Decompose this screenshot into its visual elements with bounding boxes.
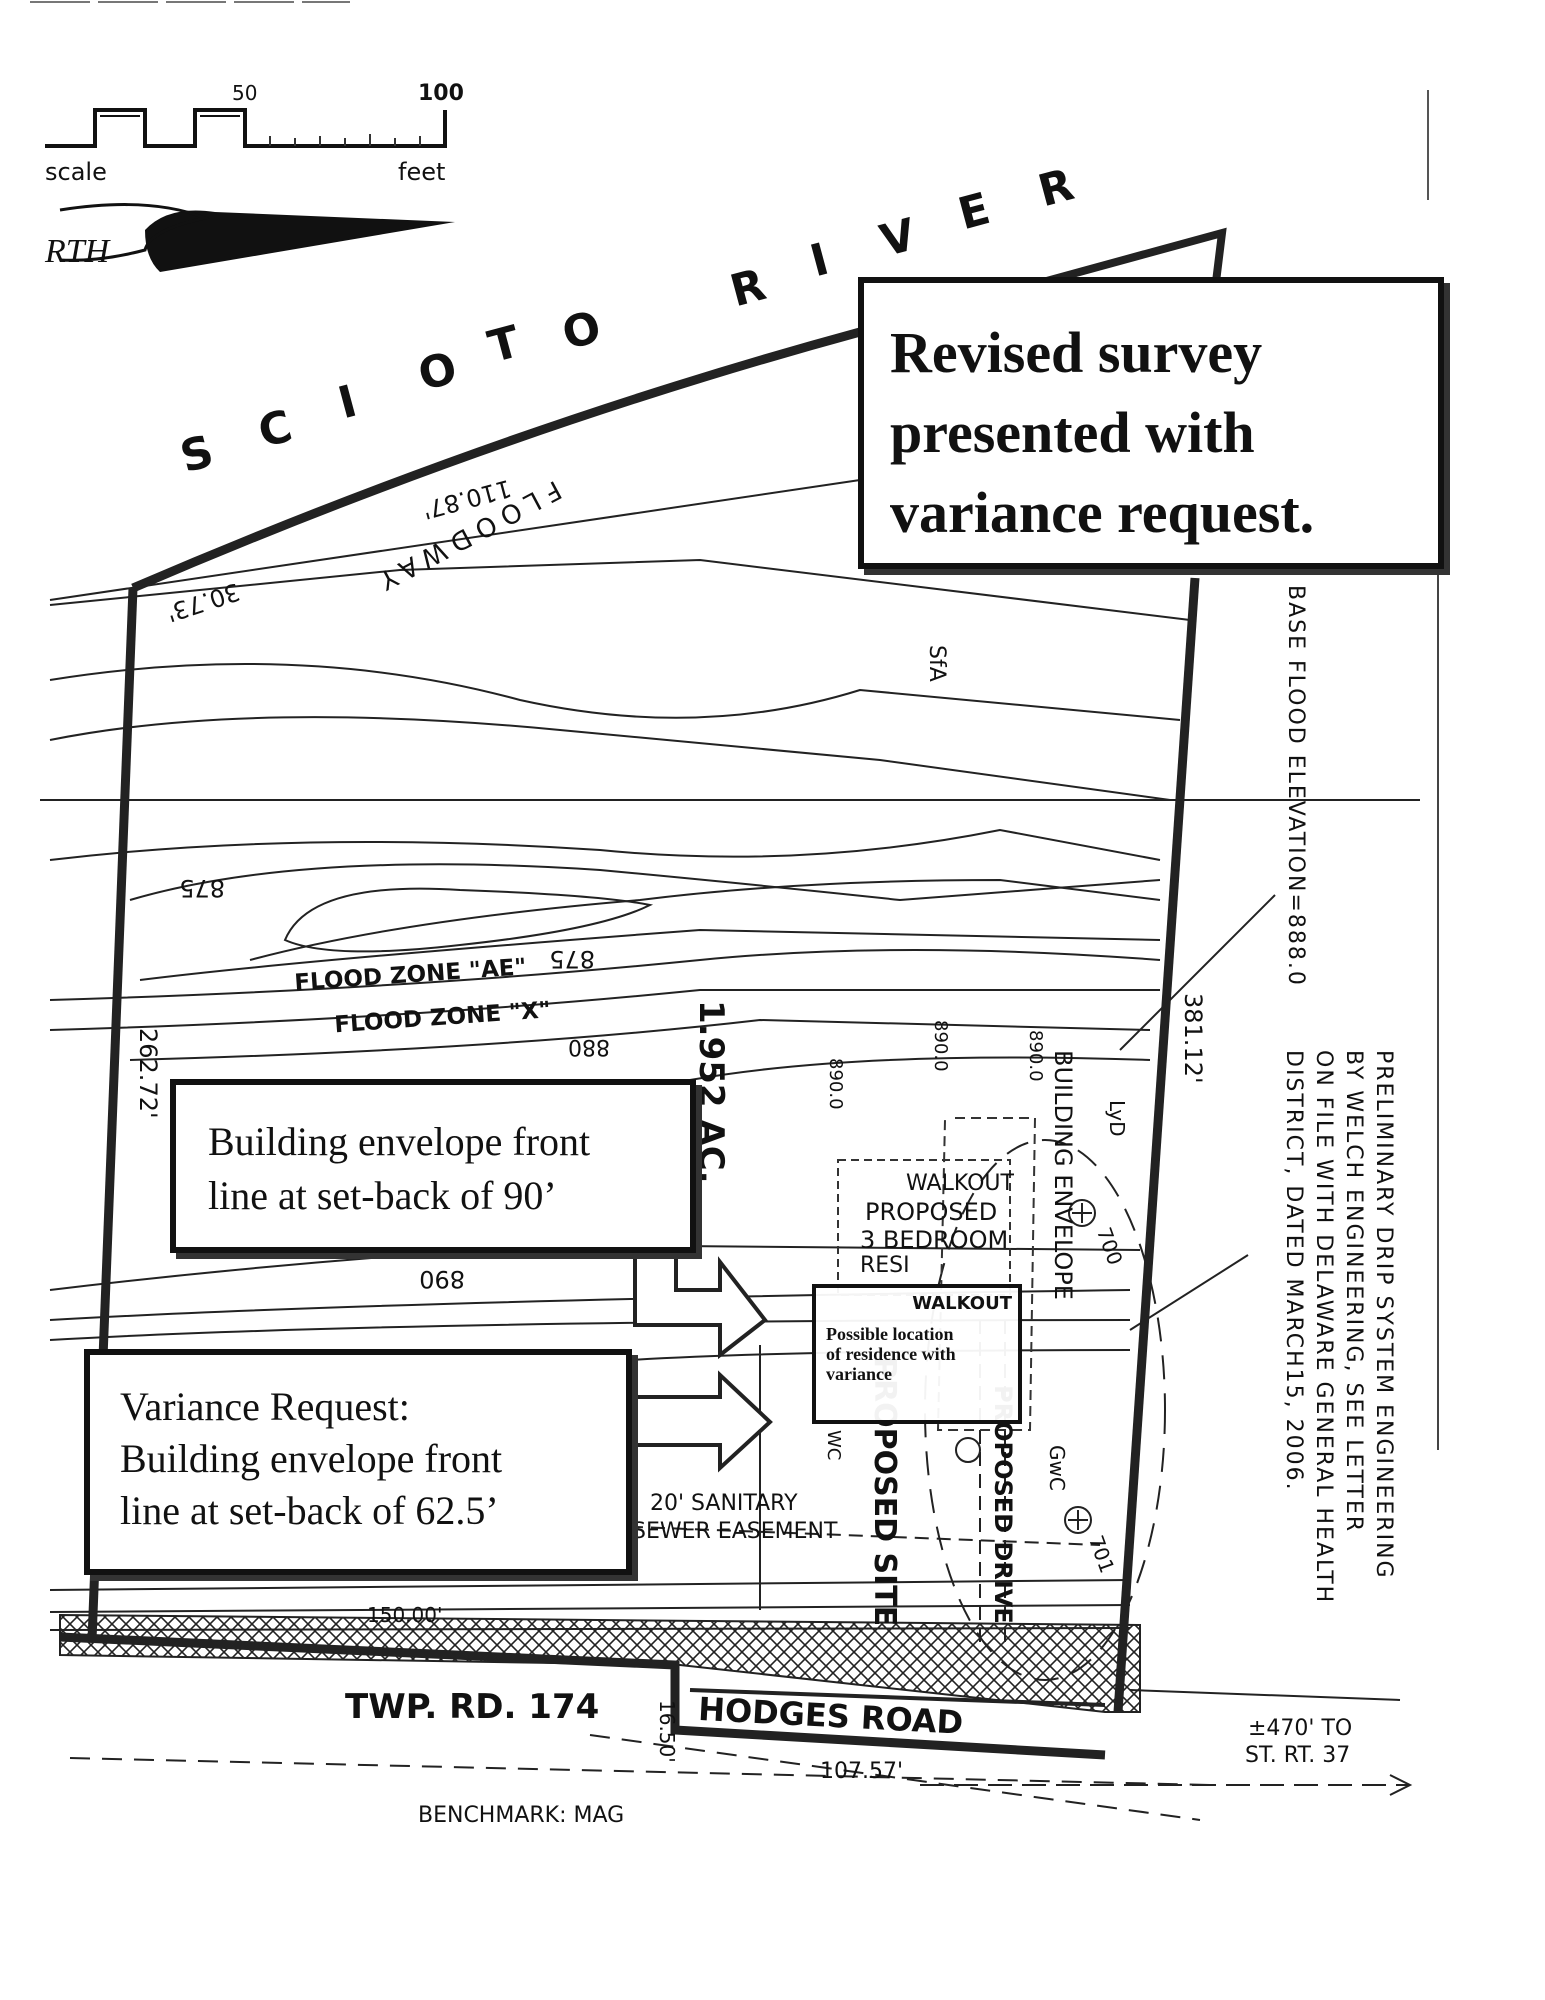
boundary-label: 262.72' [134,1028,162,1119]
variance-request-callout: Variance Request: Building envelope fron… [84,1349,632,1575]
callout-line: line at set-back of 90’ [208,1173,557,1218]
river-letter: R [725,259,771,317]
river-letter: I [805,234,834,288]
drip-system-note: PRELIMINARY DRIP SYSTEM ENGINEERING BY W… [1278,1050,1398,1604]
river-letter: R [1033,159,1079,217]
proposed-drive-label: PROPOSED DRIVE [989,1385,1017,1624]
contour-label: 890 [419,1265,465,1293]
marker-label: 701 [1084,1532,1120,1576]
walkout-label: WALKOUT [912,1293,1012,1314]
walkout-label: WALKOUT [906,1171,1014,1196]
elevation-label: 890.0 [825,1058,846,1110]
callout-line: line at set-back of 62.5’ [120,1488,499,1533]
contour-label: 875 [549,945,595,973]
drip-note-line: ON FILE WITH DELAWARE GENERAL HEALTH [1311,1050,1336,1605]
boundary-label: 16.50' [655,1700,679,1763]
proposed-residence-label: PROPOSED [865,1198,997,1226]
proposed-residence-label: 3 BEDROOM [860,1226,1008,1254]
river-letter: C [253,401,297,459]
river-letter: V [875,209,921,267]
flood-zone-x-label: FLOOD ZONE "X" [334,997,552,1038]
scioto-river-label: S C I O T O R I V E R [175,159,1079,483]
scale-bar: 50 100 scale feet [45,81,464,186]
distance-label: ±470' TO [1248,1716,1352,1741]
callout-line: of residence with [826,1344,956,1364]
revised-survey-callout: Revised survey presented with variance r… [858,277,1444,569]
boundary-label: 30.73' [163,577,243,627]
river-letter: O [413,342,462,401]
setback-90-callout: Building envelope front line at set-back… [170,1079,696,1253]
base-flood-elevation-note: BASE FLOOD ELEVATION=888.0 [1283,585,1308,987]
benchmark-label: BENCHMARK: MAG [418,1803,624,1828]
soil-label: LyD [1105,1100,1129,1137]
callout-line: Variance Request: [120,1384,410,1429]
sanitary-easement-label: SEWER EASEMENT [632,1519,838,1544]
soil-label: GwC [1045,1445,1069,1491]
elevation-label: 890.0 [1025,1030,1046,1082]
river-letter: E [953,183,995,240]
river-letter: T [483,316,525,373]
boundary-label: 107.57' [820,1759,903,1784]
soil-label: WC [823,1430,844,1460]
leader-lines [69,894,1413,1821]
callout-line: Revised survey [890,320,1263,385]
boundary-label: 150.00' [367,1603,442,1627]
acreage-label: 1.952 AC. [691,1000,731,1184]
survey-markers [955,1199,1096,1534]
building-envelope-outline [936,1117,1037,1431]
drip-note-line: DISTRICT, DATED MARCH15, 2006. [1281,1050,1306,1492]
building-envelope-label: BUILDING ENVELOPE [1049,1050,1077,1300]
callout-line: Possible location [826,1324,954,1344]
distance-label: ST. RT. 37 [1245,1743,1350,1768]
drip-note-line: PRELIMINARY DRIP SYSTEM ENGINEERING [1371,1050,1396,1580]
river-letter: O [557,301,606,360]
north-arrow: RTH [44,203,455,272]
callout-line: presented with [890,400,1255,465]
soil-label: SfA [924,645,949,682]
callout-line: variance request. [890,480,1315,545]
road-hatch [59,1613,1141,1713]
contour-label: 875 [179,874,225,902]
callout-line: Building envelope front [208,1119,591,1164]
scale-left-label: scale [45,158,107,186]
north-arrow-label: RTH [44,233,112,270]
boundary-label: 381.12' [1179,993,1207,1084]
elevation-label: 890.0 [930,1020,951,1072]
scale-right-label: feet [398,158,445,186]
river-letter: I [333,376,362,430]
proposed-residence-label: RESI [860,1253,910,1278]
scale-max-value: 100 [418,81,464,106]
scale-mid-value: 50 [232,81,257,105]
possible-location-callout: WALKOUT Possible location of residence w… [812,1284,1022,1424]
callout-line: variance [826,1364,892,1384]
contour-label: 880 [568,1034,610,1059]
sanitary-easement-label: 20' SANITARY [650,1491,798,1516]
marker-label: 700 [1092,1224,1128,1268]
drip-note-line: BY WELCH ENGINEERING, SEE LETTER [1341,1050,1366,1534]
callout-line: Building envelope front [120,1436,503,1481]
twp-road-label: TWP. RD. 174 [345,1687,599,1727]
river-letter: S [175,426,219,483]
